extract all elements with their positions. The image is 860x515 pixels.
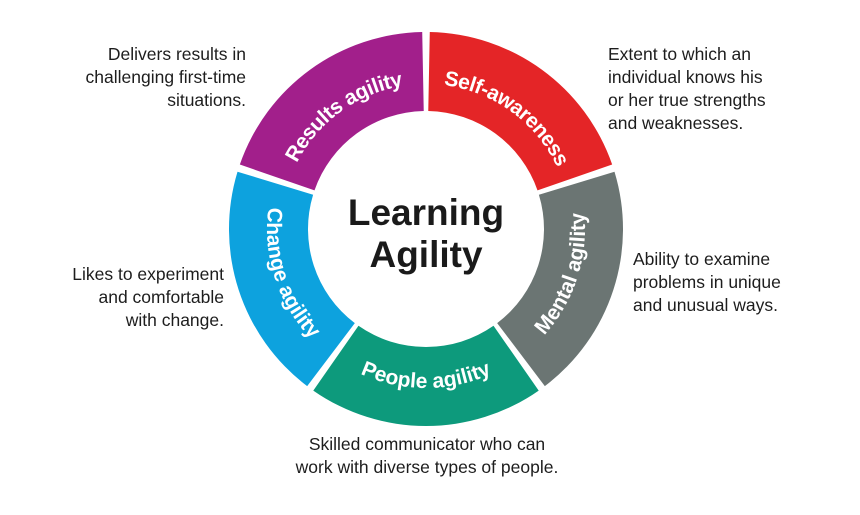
segment-mental (497, 171, 623, 387)
segment-people (313, 325, 539, 426)
center-title-line2: Agility (369, 234, 482, 275)
description-line: individual knows his (608, 67, 763, 87)
description-line: Skilled communicator who can (308, 434, 546, 454)
description-line: challenging first-time (85, 67, 246, 87)
segment-change (228, 171, 355, 387)
description-line: Extent to which an (608, 44, 751, 64)
description-line: problems in unique (633, 272, 781, 292)
description-line: with change. (125, 310, 224, 330)
description-line: or her true strengths (608, 90, 766, 110)
description-line: and weaknesses. (608, 113, 744, 133)
description-line: Likes to experiment (72, 264, 224, 284)
segment-self (428, 32, 613, 191)
wheel-segments (228, 32, 623, 426)
self-awareness-description: Extent to which an individual knows his … (608, 43, 766, 135)
description-line: and unusual ways. (633, 295, 778, 315)
center-title-line1: Learning (348, 192, 504, 233)
description-line: work with diverse types of people. (295, 457, 559, 477)
mental-agility-description: Ability to examine problems in unique an… (633, 248, 781, 317)
segment-results (239, 32, 424, 191)
description-line: Ability to examine (633, 249, 771, 269)
people-agility-description: Skilled communicator who can work with d… (237, 433, 617, 479)
results-agility-description: Delivers results in challenging first-ti… (86, 43, 246, 112)
description-line: Delivers results in (107, 44, 246, 64)
description-line: and comfortable (98, 287, 225, 307)
description-line: situations. (167, 90, 246, 110)
change-agility-description: Likes to experiment and comfortable with… (72, 263, 224, 332)
